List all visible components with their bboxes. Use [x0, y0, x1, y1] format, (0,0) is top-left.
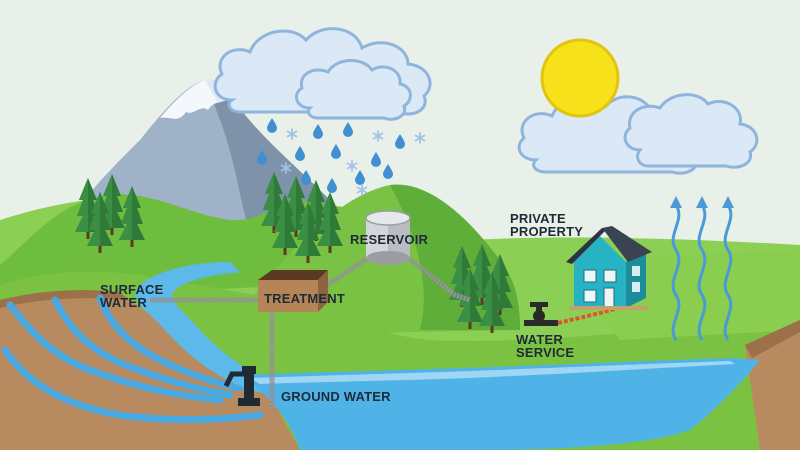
- treatment-building-icon: [258, 270, 328, 312]
- water-service-label: WATER SERVICE: [516, 332, 575, 360]
- groundwater-channels: [1, 294, 264, 423]
- evaporation-arrow-icon: [671, 204, 733, 341]
- valve-icon: [524, 302, 558, 326]
- reservoir-tank-icon: [365, 210, 411, 265]
- sun-icon: [540, 38, 620, 118]
- reservoir-label: RESERVOIR: [350, 232, 429, 247]
- house-icon: [566, 226, 652, 310]
- surface-river: [135, 262, 290, 395]
- surface-water-label: SURFACE WATER: [100, 282, 164, 310]
- private-property-label: PRIVATE PROPERTY: [510, 211, 584, 239]
- treatment-label: TREATMENT: [264, 291, 345, 306]
- lake: [240, 358, 760, 450]
- cloud-icon: [213, 27, 759, 175]
- pump-icon: [223, 366, 260, 406]
- ground-water-label: GROUND WATER: [281, 389, 391, 404]
